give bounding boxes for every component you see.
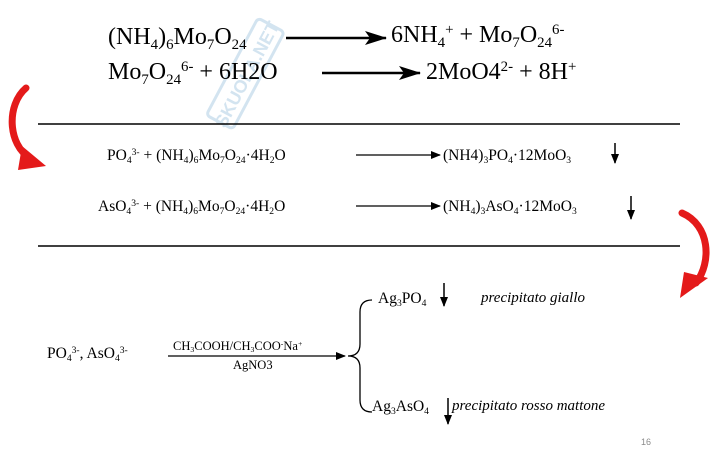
product-brace [347, 299, 373, 413]
reaction1-right: 6NH4+ + Mo7O246- [391, 21, 565, 51]
page-number: 16 [641, 437, 652, 447]
reagent-top-label: CH3COOH/CH3COO-Na+ [173, 338, 303, 355]
product2-formula: Ag3AsO4 [372, 398, 429, 418]
product1-label: precipitato giallo [481, 290, 586, 306]
reactants-label: PO43-, AsO43- [47, 344, 128, 365]
red-curved-arrow-right [678, 209, 710, 298]
reaction2-left: Mo7O246- + 6H2O [108, 58, 278, 88]
reaction3-right: (NH4)3PO4·12MoO3 [443, 147, 572, 167]
reaction4-right: (NH4)3AsO4·12MoO3 [443, 198, 577, 218]
product1-formula: Ag3PO4 [378, 290, 427, 310]
reagent-bottom-label: AgNO3 [233, 358, 273, 372]
reaction3-left: PO43- + (NH4)6Mo7O24·4H2O [107, 146, 286, 167]
reaction1-left: (NH4)6Mo7O24 [108, 24, 247, 53]
reaction4-left: AsO43- + (NH4)6Mo7O24·4H2O [98, 197, 286, 218]
red-curved-arrow-left [8, 84, 46, 170]
reaction2-right: 2MoO42- + 8H+ [426, 58, 577, 85]
product2-label: precipitato rosso mattone [452, 398, 606, 414]
